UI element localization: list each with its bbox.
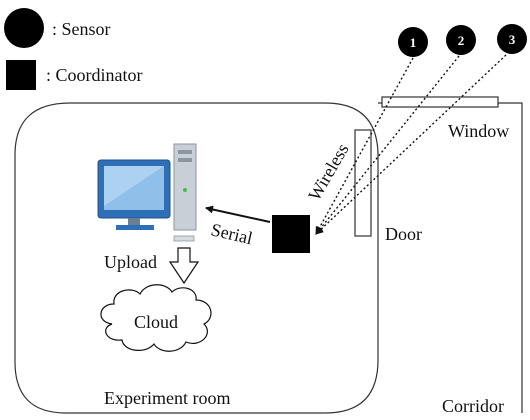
sensor-2-number: 2 <box>458 33 465 48</box>
pc-case <box>173 143 197 231</box>
corridor-label: Corridor <box>442 396 504 416</box>
wireless-link-3 <box>315 54 507 235</box>
sensor-1-number: 1 <box>410 35 417 50</box>
upload-label: Upload <box>104 252 157 272</box>
wireless-link-2 <box>315 55 460 235</box>
upload-arrow <box>168 247 200 285</box>
pc-power-light <box>183 188 187 192</box>
monitor-screen-shine <box>104 166 164 206</box>
keyboard <box>173 235 195 242</box>
door-label: Door <box>385 224 422 244</box>
legend-sensor-label: : Sensor <box>52 19 111 39</box>
pc-drive-bay-1 <box>178 150 192 154</box>
experiment-room-label: Experiment room <box>104 388 230 408</box>
legend-coordinator-icon <box>6 60 36 90</box>
pc-drive-bay-2 <box>178 158 192 162</box>
computer-icon <box>97 143 197 242</box>
legend-sensor-icon <box>4 8 44 48</box>
wireless-links <box>315 54 507 235</box>
experiment-room-outline <box>14 102 379 414</box>
legend: : Sensor : Coordinator <box>4 8 143 90</box>
window <box>381 96 499 108</box>
wireless-label: Wireless <box>304 140 352 204</box>
sensor-group: 1 2 3 <box>398 24 527 57</box>
window-label: Window <box>448 121 509 141</box>
legend-coordinator-label: : Coordinator <box>46 65 143 85</box>
monitor-base <box>116 225 154 230</box>
sensor-3-icon <box>497 24 527 54</box>
coordinator-icon <box>272 215 310 253</box>
monitor-neck <box>128 218 140 225</box>
cloud-icon <box>100 284 212 352</box>
sensor-3-number: 3 <box>509 32 516 47</box>
serial-label: Serial <box>209 219 254 248</box>
cloud-label: Cloud <box>134 312 178 332</box>
serial-arrow <box>205 205 271 223</box>
corridor-wall <box>378 102 523 413</box>
sensor-2-icon <box>446 25 476 55</box>
sensor-1-icon <box>398 27 428 57</box>
wireless-link-1 <box>315 57 414 235</box>
